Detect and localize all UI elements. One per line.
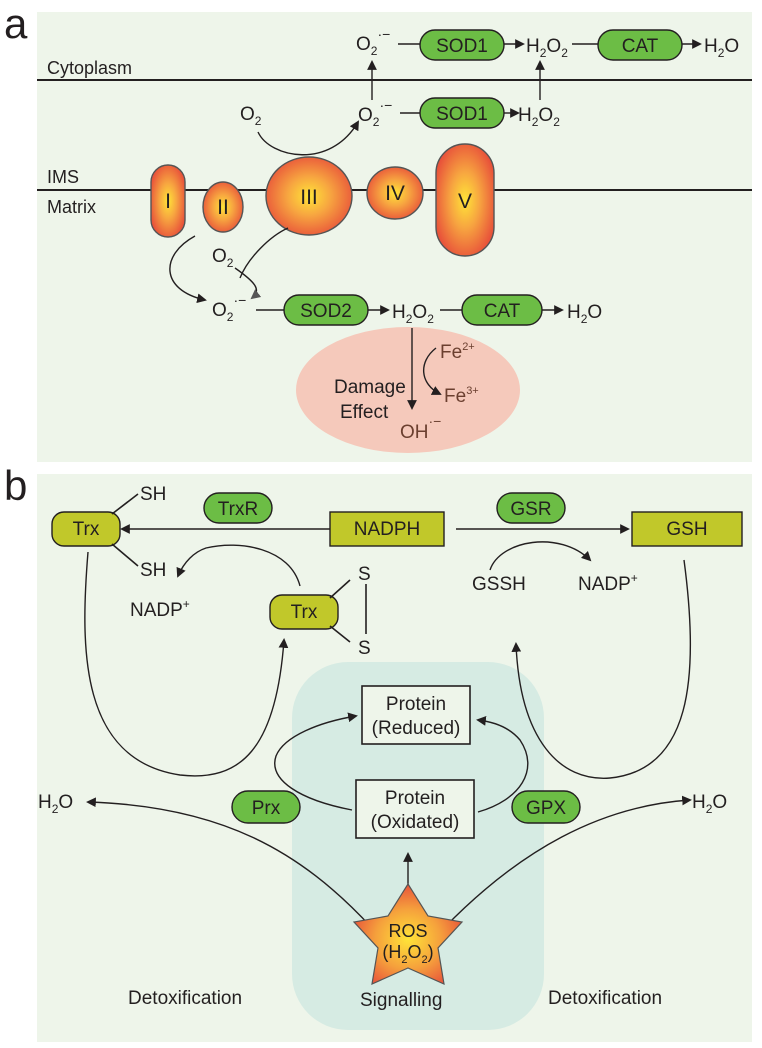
cat-label-top: CAT <box>622 36 659 57</box>
signalling-label: Signalling <box>360 990 442 1011</box>
complex-iv <box>366 166 424 220</box>
panel-a: a Cytoplasm IMS Matrix O2·− SOD1 H2O2 CA… <box>4 0 752 462</box>
nadph-label: NADPH <box>354 519 421 540</box>
o2-matrix: O2 <box>212 246 234 270</box>
gsr-enzyme <box>496 492 566 524</box>
complex-ii <box>202 181 244 233</box>
h2o-left: H2O <box>38 792 73 816</box>
superoxide-matrix: O2·− <box>212 292 246 324</box>
protein-oxidated-state: (Oxidated) <box>371 812 460 833</box>
nadph-box <box>329 511 445 547</box>
protein-oxidated-label: Protein <box>385 788 445 809</box>
trx-oxidized <box>269 594 339 630</box>
panel-b: b Trx SH SH TrxR NADPH GSR GSH NADP+ Trx… <box>4 462 752 1042</box>
arrow-line <box>329 579 351 599</box>
arrow-line <box>239 227 289 279</box>
complex-iii <box>265 156 353 236</box>
ros-label: ROS <box>388 921 427 941</box>
detox-right-label: Detoxification <box>548 988 662 1009</box>
complex-ii-label: II <box>217 196 229 219</box>
cat-enzyme-top <box>597 29 683 61</box>
arrow <box>84 551 289 777</box>
s-bottom: S <box>358 638 371 659</box>
complex-v-label: V <box>458 190 472 213</box>
protein-reduced-box <box>361 685 471 745</box>
gssh-label: GSSH <box>472 574 526 595</box>
complex-i-label: I <box>165 190 171 213</box>
trx-reduced-label: Trx <box>73 519 100 540</box>
trx-oxidized-label: Trx <box>291 602 318 623</box>
protein-oxidated-box <box>355 779 475 839</box>
arrow <box>86 797 373 929</box>
h2o2-cyto: H2O2 <box>526 36 568 60</box>
hydroxyl-label: OH·− <box>400 413 441 443</box>
ros-h2o2-label: (H2O2) <box>382 942 433 966</box>
trx-reduced <box>51 511 121 547</box>
arrow <box>274 712 358 811</box>
h2o2-matrix: H2O2 <box>392 302 434 326</box>
arrow-line <box>329 625 351 643</box>
sod1-label-ims: SOD1 <box>436 104 488 125</box>
panel-b-letter: b <box>4 462 27 509</box>
h2o2-ims: H2O2 <box>518 105 560 129</box>
gpx-enzyme <box>511 790 581 824</box>
nadp-left: NADP+ <box>130 597 190 621</box>
complex-v <box>435 143 495 257</box>
gsr-label: GSR <box>510 499 551 520</box>
o2-ims: O2 <box>240 104 262 128</box>
h2o-matrix: H2O <box>567 302 602 326</box>
ims-label: IMS <box>47 167 79 187</box>
ros-star <box>352 882 464 986</box>
arrow <box>176 544 301 587</box>
arrow <box>169 235 207 304</box>
arrow <box>489 541 592 571</box>
arrow <box>511 559 692 779</box>
trxr-label: TrxR <box>218 499 258 520</box>
fe3-label: Fe3+ <box>444 385 479 407</box>
protein-reduced-state: (Reduced) <box>372 718 461 739</box>
arrow <box>443 795 692 929</box>
cat-label-matrix: CAT <box>484 301 521 322</box>
panel-a-letter: a <box>4 0 28 47</box>
arrow <box>234 267 262 300</box>
trxr-enzyme <box>203 492 273 524</box>
h2o-cyto: H2O <box>704 36 739 60</box>
arrow <box>257 120 359 156</box>
fe2-label: Fe2+ <box>440 341 475 363</box>
arrow <box>422 347 442 395</box>
arrow-line <box>111 543 139 567</box>
sod2-label: SOD2 <box>300 301 352 322</box>
s-top: S <box>358 564 371 585</box>
sod1-enzyme-top <box>419 29 505 61</box>
gpx-label: GPX <box>526 798 566 819</box>
damage-label-1: Damage <box>334 377 406 398</box>
damage-effect-area <box>296 327 520 453</box>
superoxide-cyto: O2·− <box>356 26 390 58</box>
complex-i <box>150 164 186 238</box>
nadp-right: NADP+ <box>578 571 638 595</box>
superoxide-ims: O2·− <box>358 97 392 129</box>
arrow-line <box>111 493 139 515</box>
protein-reduced-label: Protein <box>386 694 446 715</box>
complex-iv-label: IV <box>385 182 405 205</box>
sh-bottom: SH <box>140 560 166 581</box>
gsh-box <box>631 511 743 547</box>
prx-enzyme <box>231 790 301 824</box>
prx-label: Prx <box>252 798 281 819</box>
signalling-zone <box>292 662 544 1030</box>
sh-top: SH <box>140 484 166 505</box>
detox-left-label: Detoxification <box>128 988 242 1009</box>
matrix-label: Matrix <box>47 197 96 217</box>
complex-iii-label: III <box>300 186 318 209</box>
sod1-label-top: SOD1 <box>436 36 488 57</box>
arrow <box>476 716 529 813</box>
cytoplasm-label: Cytoplasm <box>47 58 132 78</box>
damage-label-2: Effect <box>340 402 389 423</box>
h2o-right: H2O <box>692 792 727 816</box>
gsh-label: GSH <box>666 519 707 540</box>
